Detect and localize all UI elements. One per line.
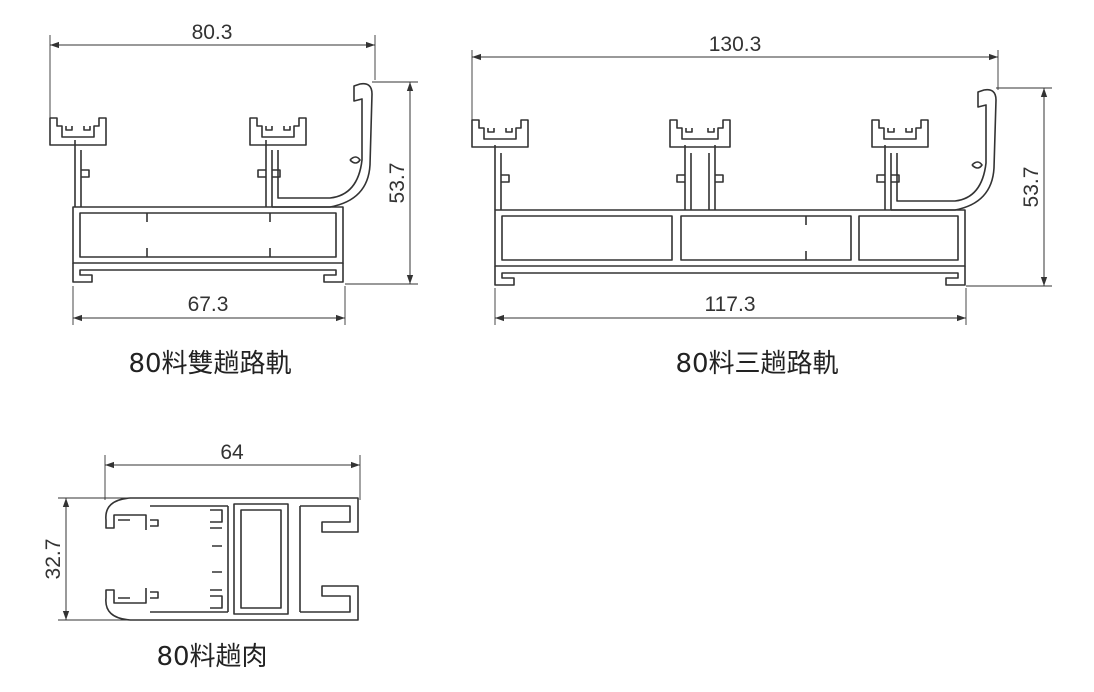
double-track-profile: 80.3 53.7 67.3 [49,21,418,379]
triple-track-caption: 80料三趟路軌 [675,349,838,379]
bottom-width-dimension: 117.3 [705,293,756,316]
sash-profile: 64 32.7 80料趟肉 [42,441,361,672]
bottom-width-dimension: 67.3 [188,293,229,316]
top-width-dimension: 80.3 [192,21,233,44]
triple-track-outline [471,88,997,286]
triple-track-profile: 130.3 53.7 117.3 [471,33,1052,379]
sash-caption: 80料趟肉 [156,642,267,672]
height-dimension: 32.7 [42,539,65,580]
height-dimension: 53.7 [386,163,409,204]
top-width-dimension: 64 [220,441,244,464]
sash-outline [105,497,359,621]
top-width-dimension: 130.3 [709,33,762,56]
height-dimension: 53.7 [1020,167,1043,208]
double-track-caption: 80料雙趟路軌 [128,349,291,379]
double-track-outline [49,82,373,283]
